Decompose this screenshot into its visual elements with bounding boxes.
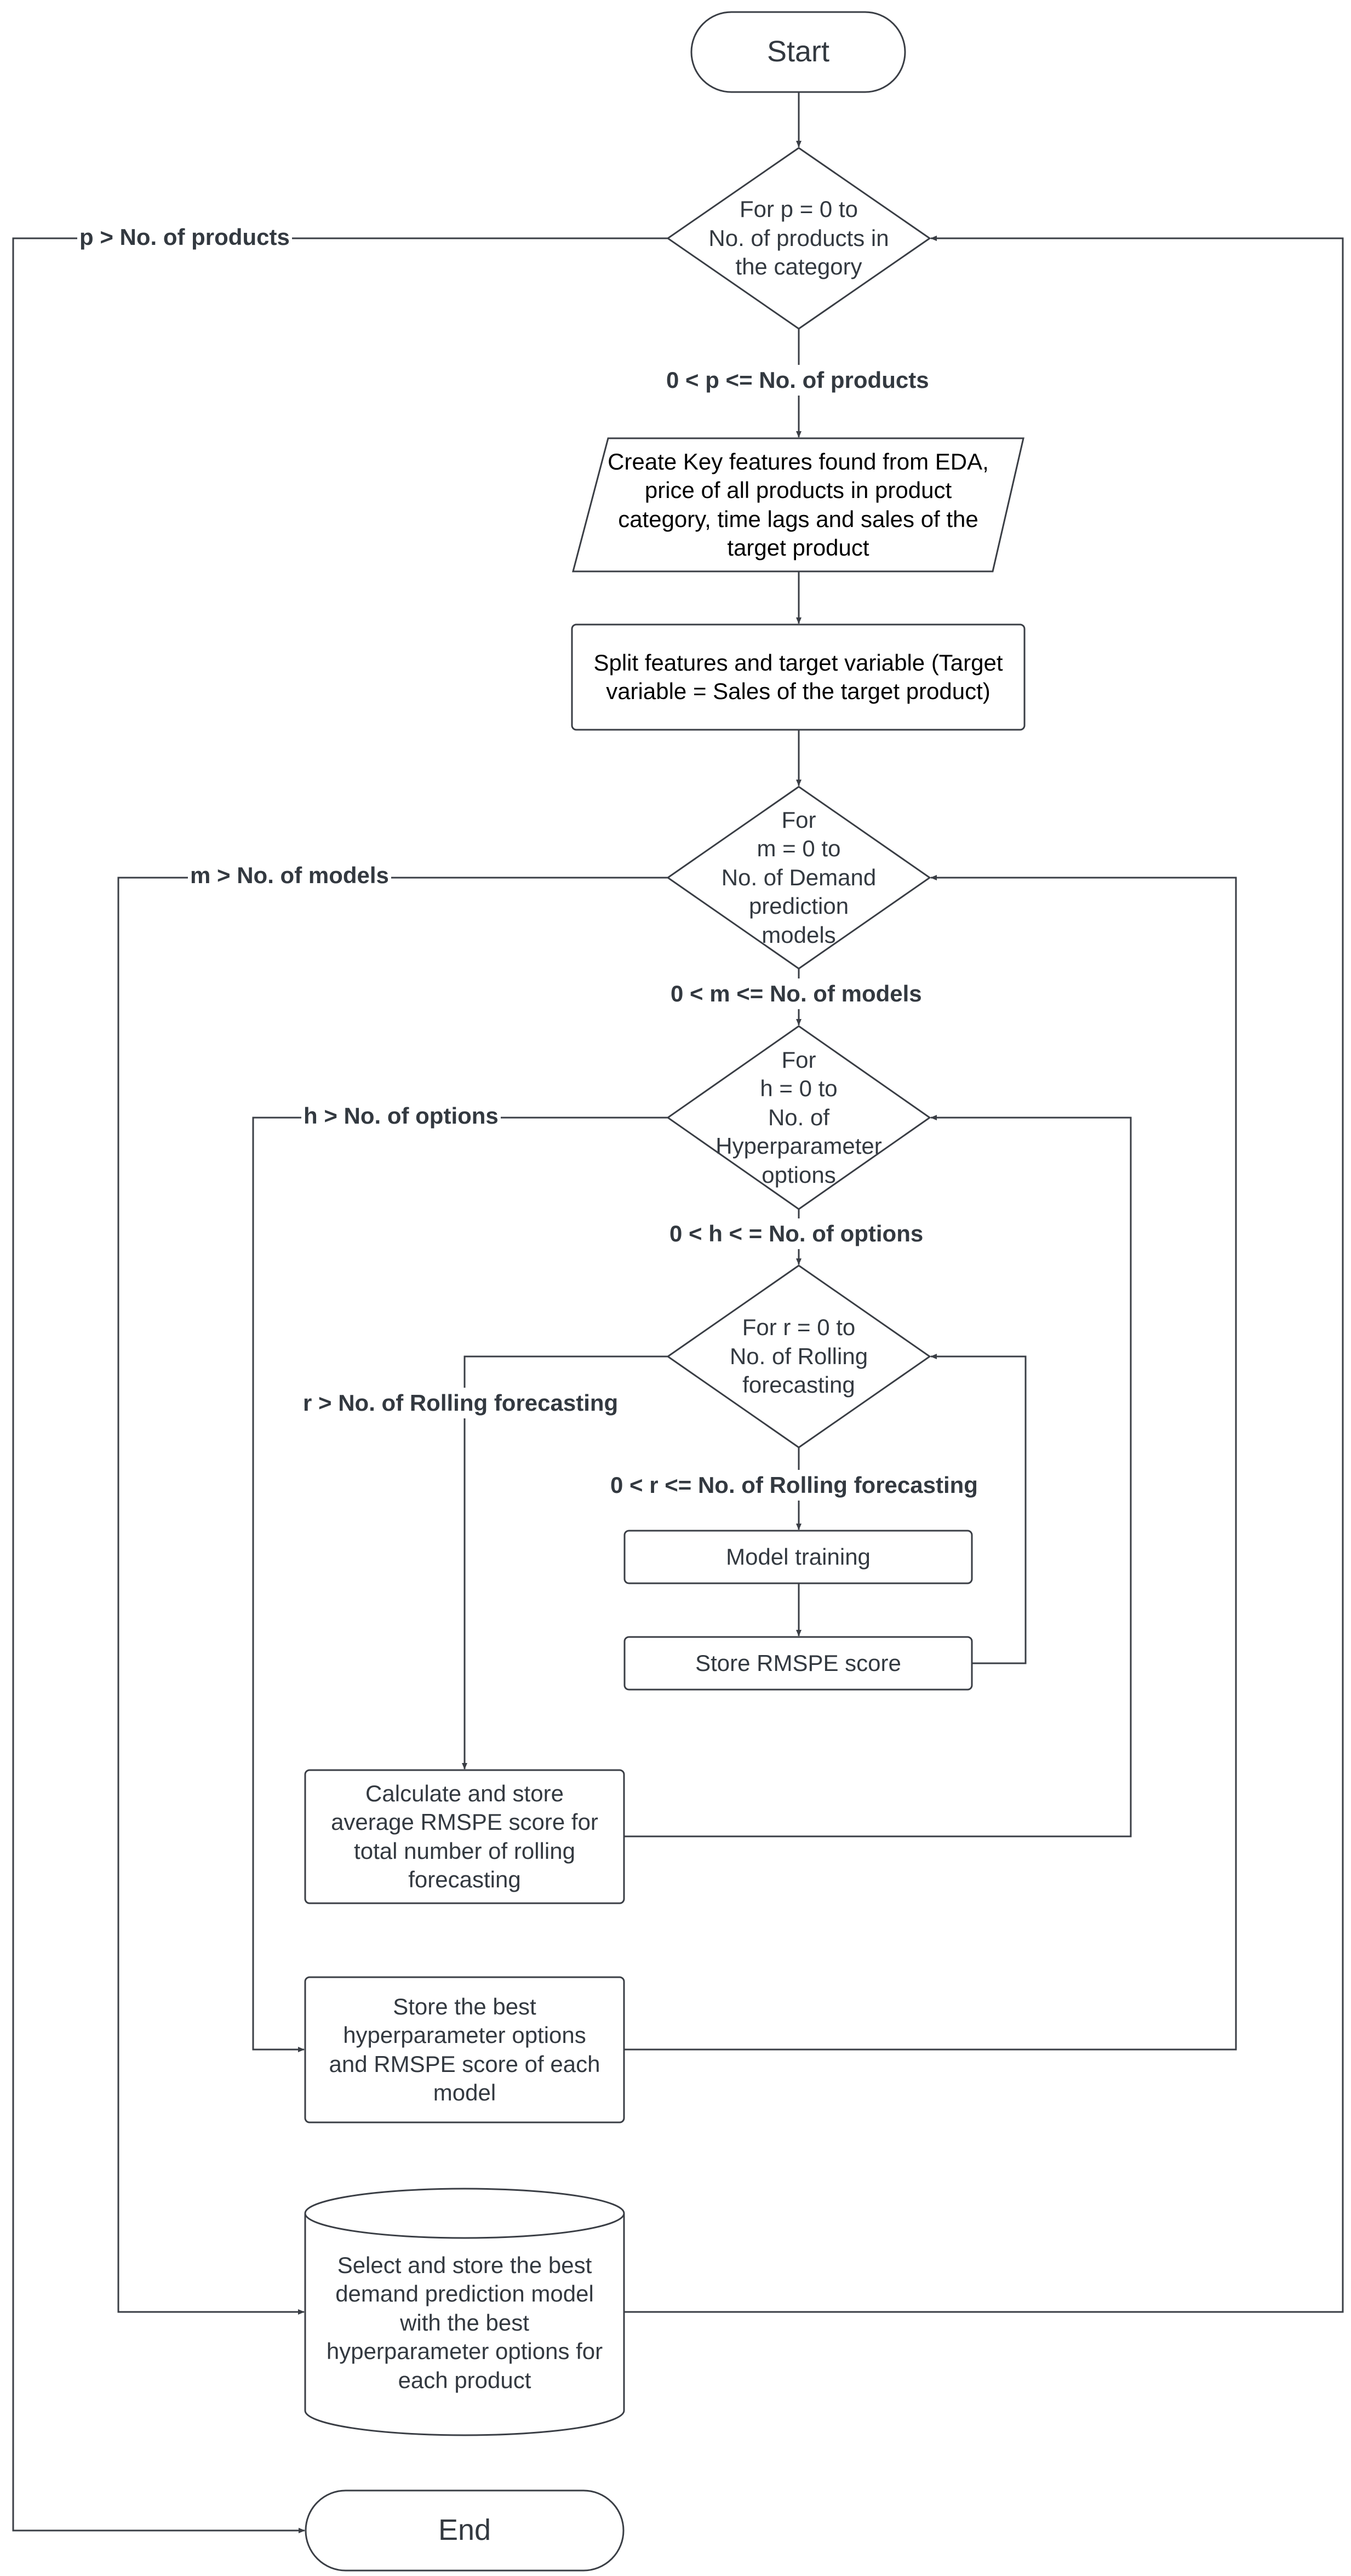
edge-label-m-continue: 0 < m <= No. of models bbox=[668, 978, 924, 1009]
edge-label-p-exit: p > No. of products bbox=[77, 222, 292, 253]
products-loop-label: For p = 0 to No. of products in the cate… bbox=[708, 196, 889, 280]
end-terminal bbox=[305, 2489, 625, 2572]
create-features-io bbox=[572, 437, 1024, 573]
edge-calc-back-to-hyper bbox=[624, 1115, 1132, 1837]
datastore-top-ellipse bbox=[304, 2213, 625, 2239]
edge-label-r-exit: r > No. of Rolling forecasting bbox=[301, 1388, 621, 1418]
create-features-label: Create Key features found from EDA, pric… bbox=[608, 448, 989, 561]
end-label: End bbox=[438, 2514, 491, 2547]
rolling-loop-label: For r = 0 to No. of Rolling forecasting bbox=[729, 1314, 868, 1398]
edge-label-r-continue: 0 < r <= No. of Rolling forecasting bbox=[608, 1470, 980, 1501]
split-features-label: Split features and target variable (Targ… bbox=[593, 649, 1003, 705]
start-label: Start bbox=[766, 35, 830, 68]
edge-rolling-exit-to-calc bbox=[462, 1355, 668, 1770]
store-rmspe-label: Store RMSPE score bbox=[695, 1650, 901, 1676]
edge-models-exit-to-bestmodel bbox=[117, 877, 668, 2315]
edge-hyper-exit-to-besthyper bbox=[252, 1117, 668, 2052]
model-training-label: Model training bbox=[726, 1543, 871, 1570]
select-best-model-label: Select and store the best demand predict… bbox=[326, 2252, 603, 2393]
edge-bestmodel-back-to-products bbox=[624, 236, 1344, 2313]
hyperparams-loop-label: For h = 0 to No. of Hyperparameter optio… bbox=[715, 1046, 882, 1188]
edge-label-m-exit: m > No. of models bbox=[188, 860, 391, 891]
edge-label-p-continue: 0 < p <= No. of products bbox=[664, 365, 931, 396]
models-loop-label: For m = 0 to No. of Demand prediction mo… bbox=[721, 806, 877, 948]
edge-products-exit-to-end bbox=[12, 237, 668, 2533]
edge-label-h-exit: h > No. of options bbox=[301, 1101, 501, 1131]
edge-store-back-to-rolling bbox=[930, 1354, 1027, 1664]
edge-besthyper-back-to-models bbox=[624, 875, 1237, 2051]
edge-label-h-continue: 0 < h < = No. of options bbox=[667, 1218, 926, 1249]
select-best-model-datastore bbox=[304, 2188, 625, 2436]
calc-average-label: Calculate and store average RMSPE score … bbox=[331, 1780, 598, 1893]
store-best-hyper-label: Store the best hyperparameter options an… bbox=[329, 1993, 600, 2106]
